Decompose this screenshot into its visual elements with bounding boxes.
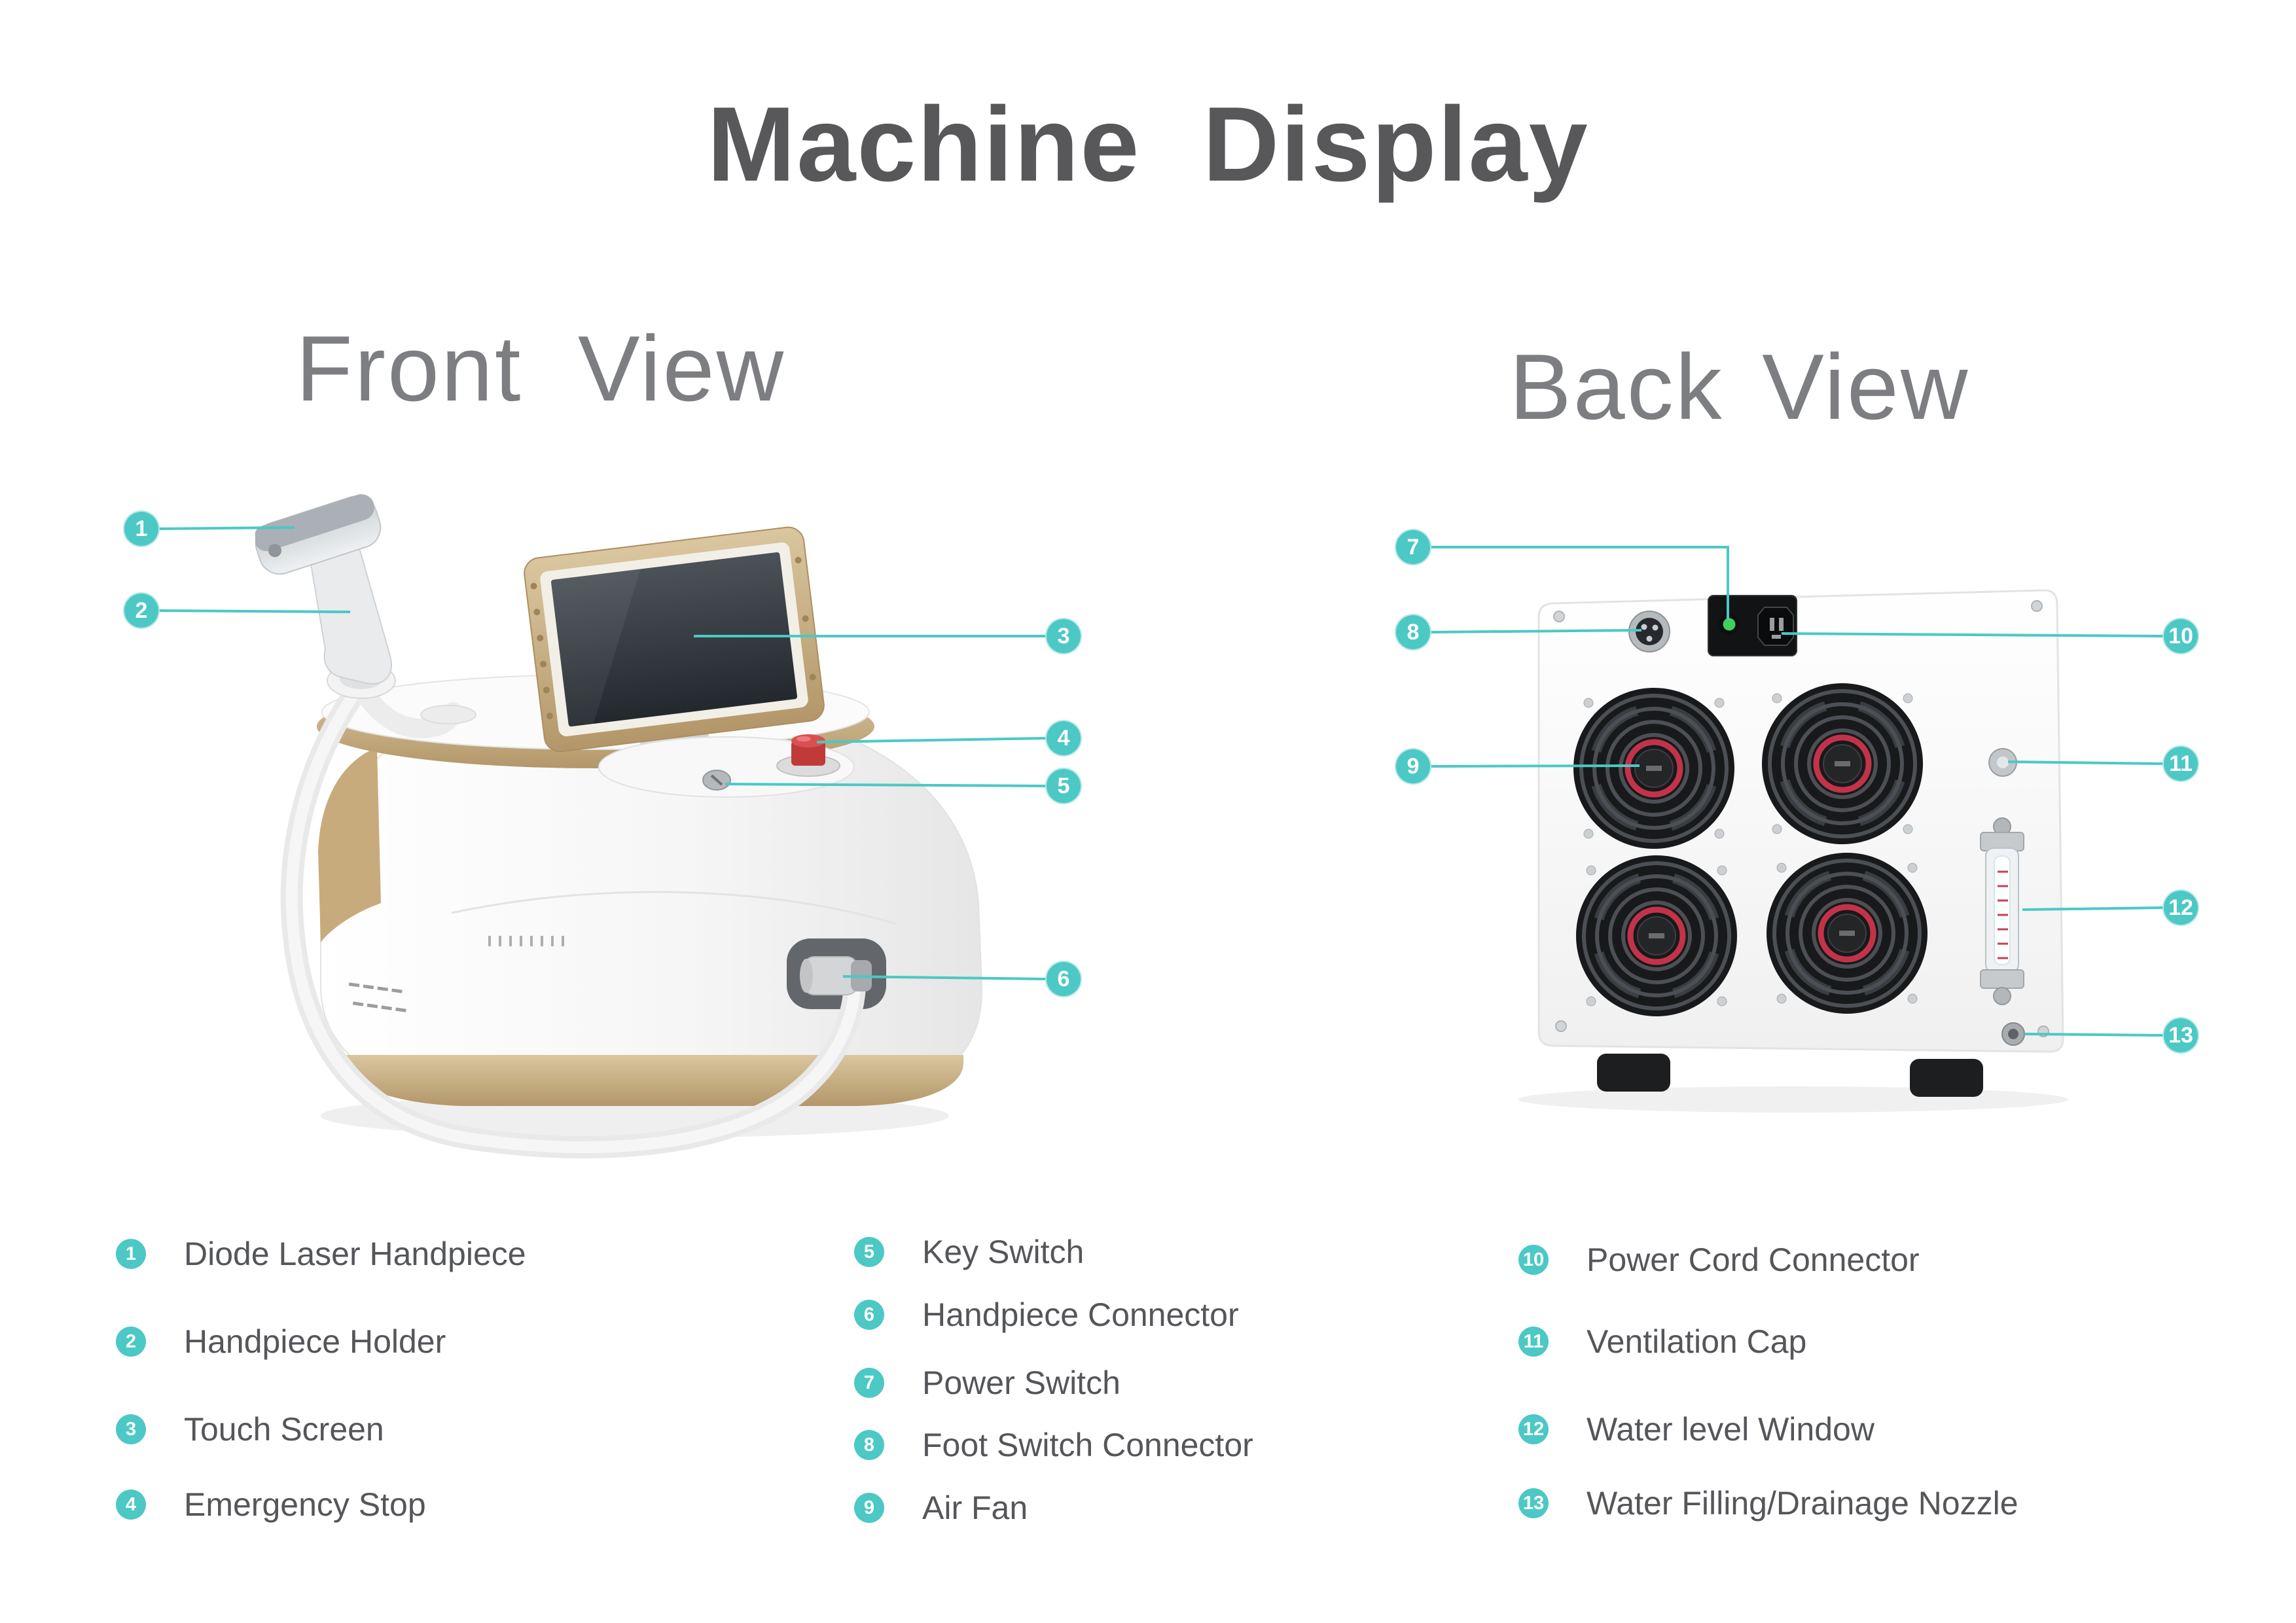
- callout-8: 8: [1395, 614, 1431, 651]
- legend-badge-2: 2: [116, 1327, 146, 1357]
- legend-badge-9: 9: [854, 1493, 884, 1523]
- callout-13-number: 13: [2168, 1022, 2193, 1048]
- legend-badge-6: 6: [854, 1300, 884, 1330]
- legend-label-6: Handpiece Connector: [922, 1296, 1239, 1333]
- legend-label-12: Water level Window: [1587, 1411, 1874, 1448]
- callout-2-number: 2: [135, 597, 148, 623]
- legend-badge-12: 12: [1518, 1414, 1549, 1444]
- front-view-illustration: [255, 494, 983, 1158]
- legend-label-4: Emergency Stop: [184, 1486, 426, 1523]
- callout-12-number: 12: [2168, 895, 2193, 920]
- legend-item-air-fan: 9 Air Fan: [854, 1489, 1028, 1527]
- callout-7: 7: [1395, 529, 1431, 565]
- callout-8-number: 8: [1407, 619, 1420, 645]
- callout-11-number: 11: [2169, 751, 2193, 776]
- callout-4: 4: [1045, 720, 1082, 757]
- air-fan-top-left: [1573, 688, 1734, 849]
- handpiece-connector: [800, 956, 872, 995]
- back-view-heading: Back View: [1509, 335, 1970, 439]
- air-fan-bottom-right: [1767, 853, 1928, 1014]
- water-drainage-nozzle: [2001, 1022, 2025, 1046]
- power-cord-connector: [1757, 607, 1794, 646]
- vent-slots-left: [348, 982, 406, 1012]
- back-view-illustration: [1518, 589, 2068, 1113]
- legend-item-ventilation-cap: 11 Ventilation Cap: [1518, 1323, 1806, 1361]
- diode-laser-handpiece: [255, 494, 393, 685]
- legend-item-key-switch: 5 Key Switch: [854, 1233, 1084, 1271]
- callout-5-number: 5: [1057, 773, 1070, 798]
- legend-badge-10: 10: [1518, 1245, 1549, 1275]
- callout-1-number: 1: [135, 516, 148, 541]
- legend-label-10: Power Cord Connector: [1587, 1241, 1920, 1278]
- callout-4-number: 4: [1057, 725, 1070, 751]
- handpiece-cable-highlight: [285, 675, 861, 1154]
- legend-item-diode-laser-handpiece: 1 Diode Laser Handpiece: [116, 1235, 526, 1273]
- air-fan-top-right: [1762, 683, 1923, 844]
- callout-3-number: 3: [1057, 623, 1070, 649]
- control-cover: [598, 736, 855, 798]
- callout-6: 6: [1045, 961, 1082, 997]
- body-crease: [451, 891, 897, 925]
- air-fan-bottom-left: [1576, 855, 1737, 1016]
- legend-label-8: Foot Switch Connector: [922, 1427, 1253, 1463]
- legend-label-2: Handpiece Holder: [184, 1323, 446, 1360]
- gold-side-panel: [318, 747, 381, 942]
- legend-label-3: Touch Screen: [184, 1411, 384, 1448]
- legend-label-11: Ventilation Cap: [1587, 1323, 1807, 1360]
- callout-5: 5: [1045, 768, 1082, 804]
- front-view-heading: Front View: [296, 317, 786, 421]
- foot-right: [1910, 1059, 1983, 1097]
- legend-item-handpiece-connector: 6 Handpiece Connector: [854, 1296, 1239, 1334]
- legend-item-touch-screen: 3 Touch Screen: [116, 1410, 384, 1448]
- callout-1: 1: [123, 510, 160, 547]
- callout-10: 10: [2162, 618, 2199, 654]
- legend-item-power-cord-connector: 10 Power Cord Connector: [1518, 1241, 1920, 1279]
- legend-label-7: Power Switch: [922, 1364, 1121, 1401]
- ventilation-cap: [1988, 748, 2017, 777]
- legend-item-water-filling-drainage-nozzle: 13 Water Filling/Drainage Nozzle: [1518, 1484, 2018, 1522]
- legend-label-13: Water Filling/Drainage Nozzle: [1587, 1485, 2018, 1522]
- legend-item-emergency-stop: 4 Emergency Stop: [116, 1486, 426, 1524]
- touch-screen: [524, 526, 825, 753]
- legend-item-water-level-window: 12 Water level Window: [1518, 1410, 1874, 1448]
- legend-badge-1: 1: [116, 1239, 146, 1269]
- page-title: Machine Display: [707, 85, 1589, 204]
- water-level-window: [1980, 817, 2024, 1005]
- legend-label-1: Diode Laser Handpiece: [184, 1236, 526, 1272]
- legend-badge-11: 11: [1518, 1327, 1549, 1357]
- foot-switch-connector: [1628, 611, 1670, 652]
- legend-item-power-switch: 7 Power Switch: [854, 1364, 1121, 1402]
- legend-badge-5: 5: [854, 1237, 884, 1267]
- power-entry-module: [1708, 595, 1797, 656]
- legend-badge-3: 3: [116, 1414, 146, 1444]
- legend-badge-8: 8: [854, 1430, 884, 1460]
- callout-9: 9: [1395, 748, 1431, 785]
- back-shadow: [1518, 1086, 2068, 1113]
- legend-label-5: Key Switch: [922, 1234, 1085, 1270]
- callout-2: 2: [123, 592, 160, 629]
- foot-left: [1597, 1054, 1670, 1092]
- gold-base-strip: [339, 1055, 963, 1106]
- callout-3: 3: [1045, 618, 1082, 654]
- callout-7-number: 7: [1407, 534, 1420, 560]
- callout-11: 11: [2162, 745, 2199, 782]
- legend-label-9: Air Fan: [922, 1489, 1028, 1526]
- legend-item-handpiece-holder: 2 Handpiece Holder: [116, 1323, 446, 1361]
- legend-badge-4: 4: [116, 1489, 146, 1520]
- legend-item-foot-switch-connector: 8 Foot Switch Connector: [854, 1426, 1253, 1464]
- legend-badge-13: 13: [1518, 1488, 1549, 1518]
- callout-6-number: 6: [1057, 966, 1070, 991]
- vent-ticks-right: [488, 936, 564, 946]
- key-switch: [702, 770, 731, 791]
- callout-12: 12: [2162, 889, 2199, 926]
- callout-13: 13: [2162, 1017, 2199, 1054]
- callout-10-number: 10: [2168, 623, 2193, 649]
- legend-badge-7: 7: [854, 1368, 884, 1398]
- callout-9-number: 9: [1407, 753, 1420, 779]
